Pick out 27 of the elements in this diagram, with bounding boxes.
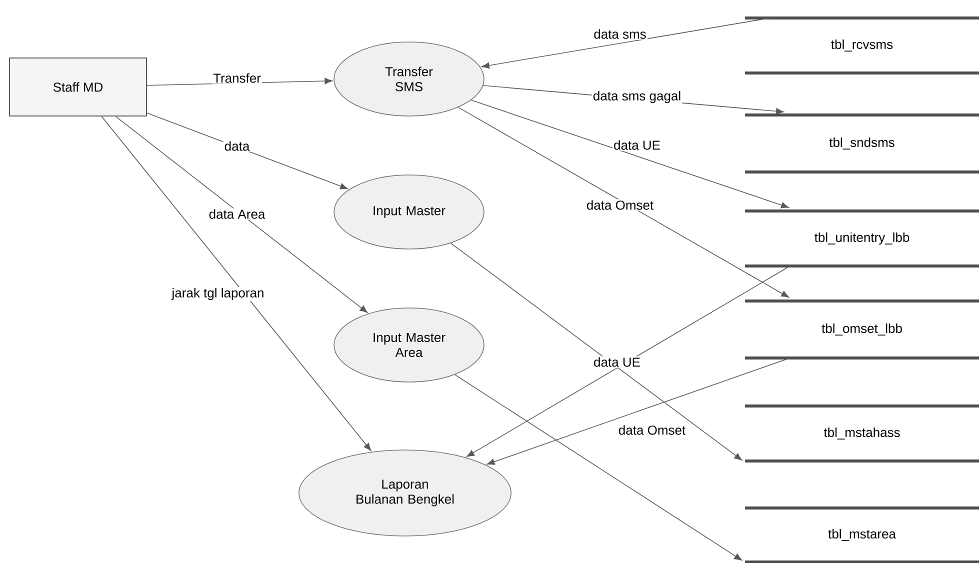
arrow (466, 266, 790, 457)
edge-label: data Omset (617, 424, 687, 436)
edge-label: data sms (592, 28, 648, 40)
edge-label: data UE (592, 356, 642, 368)
edge-label: data UE (612, 139, 662, 151)
arrow (470, 100, 789, 208)
edge-label: data Area (208, 208, 266, 220)
data-store: tbl_mstarea (745, 506, 979, 563)
edge-label: jarak tgl laporan (170, 286, 266, 302)
arrow (482, 18, 770, 69)
arrow (101, 116, 372, 451)
arrow (458, 106, 790, 298)
arrow (450, 242, 742, 460)
arrow (146, 112, 348, 190)
entity-box: Staff MD (9, 58, 147, 116)
arrow (486, 358, 790, 465)
edge-label: Transfer (212, 72, 262, 84)
edge-label: data (223, 140, 251, 152)
arrow (115, 116, 368, 313)
arrow (454, 374, 742, 561)
data-store: tbl_unitentry_lbb (745, 210, 979, 268)
data-store: tbl_sndsms (745, 114, 979, 174)
edge-label: data sms gagal (592, 90, 682, 104)
data-store: tbl_mstahass (745, 404, 979, 462)
edge-label: data Omset (585, 199, 655, 211)
data-store: tbl_omset_lbb (745, 300, 979, 360)
data-store: tbl_rcvsms (745, 16, 979, 74)
